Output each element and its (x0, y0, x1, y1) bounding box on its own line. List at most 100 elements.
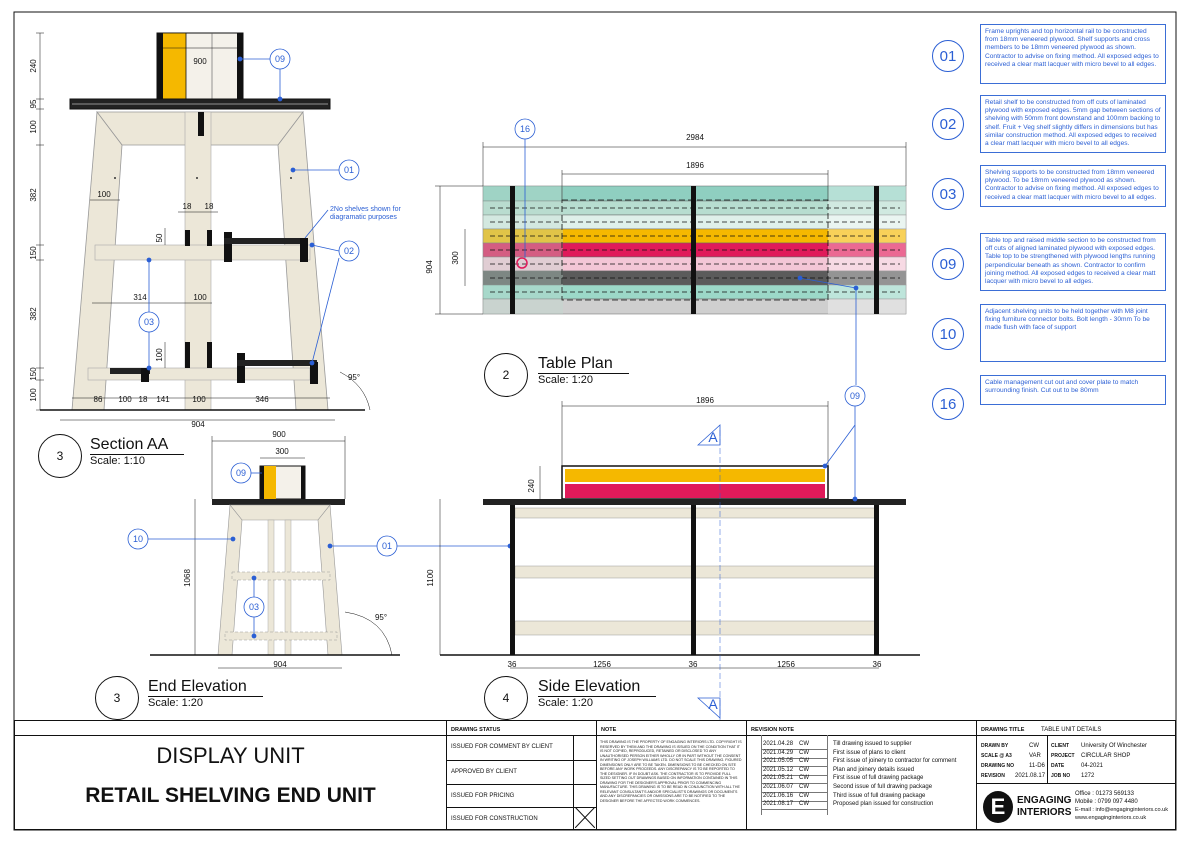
dim-section-150b: 150 (29, 367, 38, 381)
dim-section-bottom-18: 18 (139, 395, 148, 404)
view-scale-section: Scale: 1:10 (90, 455, 146, 467)
dim-section-bottom-100: 100 (118, 395, 132, 404)
table-plan-dimensions (435, 142, 907, 315)
view-scale-end: Scale: 1:20 (148, 697, 204, 709)
dim-section-150a: 150 (29, 246, 38, 260)
tag-03-section: 03 (144, 317, 154, 327)
status-construction: ISSUED FOR CONSTRUCTION (451, 816, 538, 822)
revision-by: CW (799, 784, 809, 790)
tag-02-section: 02 (344, 246, 354, 256)
section-aa-drawing (40, 32, 365, 411)
revision-date: 2021.04.28 (763, 741, 794, 747)
revision-header: REVISION NOTE (751, 727, 795, 733)
side-elevation-dimensions (439, 401, 879, 720)
drawing-title-value: TABLE UNIT DETAILS (1041, 727, 1102, 733)
note-tag-01: 01 (932, 40, 964, 72)
revision-date: 2021.08.17 (763, 801, 794, 808)
dim-section-900: 900 (193, 57, 207, 66)
view-title-side: Side Elevation (538, 678, 657, 697)
revision-row: 2021.05.05 CW First issue of joinery to co… (747, 758, 976, 768)
note-tag-09: 09 (932, 248, 964, 280)
dim-side-36b: 36 (689, 660, 698, 669)
note-disclaimer: THIS DRAWING IS THE PROPERTY OF ENGAGING… (600, 740, 742, 803)
revision-label: REVISION (981, 773, 1005, 779)
dim-end-900: 900 (272, 430, 286, 439)
status-comment: ISSUED FOR COMMENT BY CLIENT (451, 744, 553, 750)
title-block: DISPLAY UNIT RETAIL SHELVING END UNIT DR… (14, 720, 1176, 830)
email-link[interactable]: E-mail : info@engaginginteriors.co.uk (1075, 807, 1169, 813)
tag-10-end: 10 (133, 534, 143, 544)
revision-by: CW (799, 741, 809, 747)
note-area: NOTE THIS DRAWING IS THE PROPERTY OF ENG… (597, 721, 747, 829)
view-number-plan: 2 (484, 353, 528, 397)
note-tag-16: 16 (932, 388, 964, 420)
logo-icon: E (983, 791, 1013, 823)
title-area: DISPLAY UNIT RETAIL SHELVING END UNIT (15, 721, 447, 829)
drawing-title-label: DRAWING TITLE (981, 727, 1025, 733)
revision-by: CW (799, 758, 809, 765)
dim-side-1256a: 1256 (593, 660, 611, 669)
dim-section-100-mid: 100 (193, 293, 207, 302)
dim-end-904: 904 (273, 660, 287, 669)
note-01: Frame uprights and top horizontal rail t… (980, 24, 1166, 84)
revision-note: First issue of joinery to contractor for… (833, 758, 957, 765)
dim-side-1256b: 1256 (777, 660, 795, 669)
status-pricing: ISSUED FOR PRICING (451, 793, 515, 799)
side-blue-tags (696, 385, 866, 719)
date-label: DATE (1051, 763, 1065, 769)
note-03: Shelving supports to be constructed from… (980, 165, 1166, 207)
dim-side-36a: 36 (508, 660, 517, 669)
status-header: DRAWING STATUS (451, 727, 501, 733)
dim-section-bottom-86: 86 (94, 395, 103, 404)
office-phone: Office : 01273 569133 (1075, 791, 1134, 797)
revision-note: Till drawing issued to supplier (833, 741, 912, 747)
end-elevation-drawing (150, 465, 400, 656)
revision-note: Plan and joinery details issued (833, 766, 915, 773)
revision-date: 2021.05.12 (763, 766, 794, 773)
view-title-plan: Table Plan (538, 355, 629, 374)
project-value: CIRCULAR SHOP (1081, 753, 1131, 759)
website-link[interactable]: www.engaginginteriors.co.uk (1075, 815, 1147, 821)
drawn-by-label: DRAWN BY (981, 743, 1009, 749)
dim-section-314: 314 (133, 293, 147, 302)
mobile-phone: Mobile : 0799 097 4480 (1075, 799, 1138, 805)
revision-date: 2021.06.16 (763, 792, 794, 799)
revision-date: 2021.06.07 (763, 784, 794, 790)
status-area: DRAWING STATUS ISSUED FOR COMMENT BY CLI… (447, 721, 597, 829)
plan-blue-tags (514, 118, 859, 385)
side-elevation-drawing (440, 465, 920, 656)
tag-09-section: 09 (275, 54, 285, 64)
dim-side-240: 240 (527, 479, 536, 493)
status-approved: APPROVED BY CLIENT (451, 769, 517, 775)
section-aa-dim-labels: 240 95 100 382 150 382 150 100 900 100 1… (29, 57, 360, 429)
section-mark-top: A (708, 429, 718, 445)
job-label: JOB NO (1051, 773, 1071, 779)
section-note-line1: 2No shelves shown for (330, 206, 401, 213)
view-title-section: Section AA (90, 436, 185, 455)
dim-plan-1896: 1896 (686, 161, 704, 170)
dim-section-382a: 382 (29, 188, 38, 202)
dim-section-240: 240 (29, 59, 38, 73)
dim-end-angle: 95° (375, 613, 387, 622)
revision-by: CW (799, 775, 809, 782)
status-check-cross-icon (575, 807, 595, 828)
note-tag-03: 03 (932, 178, 964, 210)
section-aa-dimensions (36, 32, 371, 421)
dim-section-100a: 100 (29, 120, 38, 134)
revision-note: Proposed plan issued for construction (833, 801, 934, 808)
revision-date: 2021.05.05 (763, 758, 794, 765)
tag-16-plan: 16 (520, 124, 530, 134)
client-label: CLIENT (1051, 743, 1070, 749)
dim-section-bottom-141: 141 (156, 395, 170, 404)
revision-date: 2021.04.29 (763, 749, 794, 756)
note-10: Adjacent shelving units to be held toget… (980, 304, 1166, 362)
revision-date: 2021.05.21 (763, 775, 794, 782)
revision-by: CW (799, 801, 809, 808)
sheet-border (13, 11, 1177, 831)
